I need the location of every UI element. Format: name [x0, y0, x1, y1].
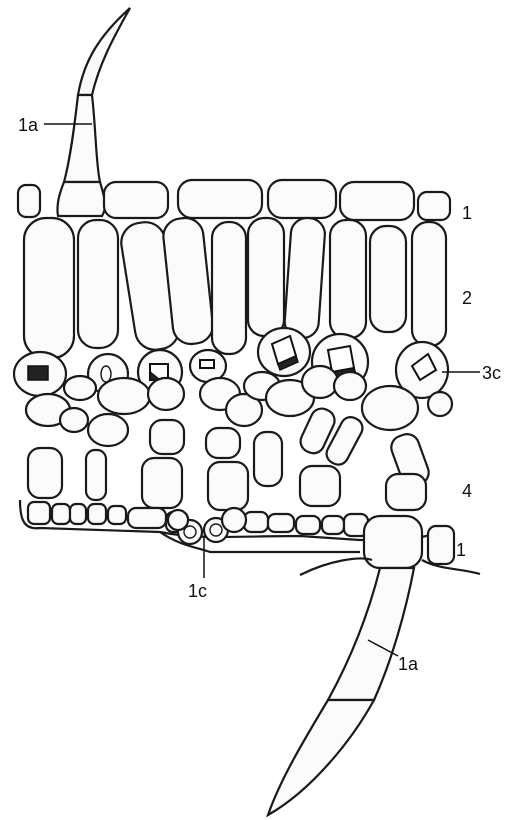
label-stomata: 1c	[188, 581, 207, 601]
label-spongy: 4	[462, 481, 472, 501]
palisade-layer	[24, 216, 446, 358]
label-palisade: 2	[462, 288, 472, 308]
stoma	[168, 508, 246, 544]
spongy-mesophyll	[26, 366, 452, 510]
label-hair-top: 1a	[18, 115, 39, 135]
label-upper-epidermis: 1	[462, 203, 472, 223]
label-crystal-cell: 3c	[482, 363, 501, 383]
label-lower-epidermis: 1	[456, 540, 466, 560]
label-hair-bottom: 1a	[398, 654, 419, 674]
lower-hair	[268, 516, 480, 815]
